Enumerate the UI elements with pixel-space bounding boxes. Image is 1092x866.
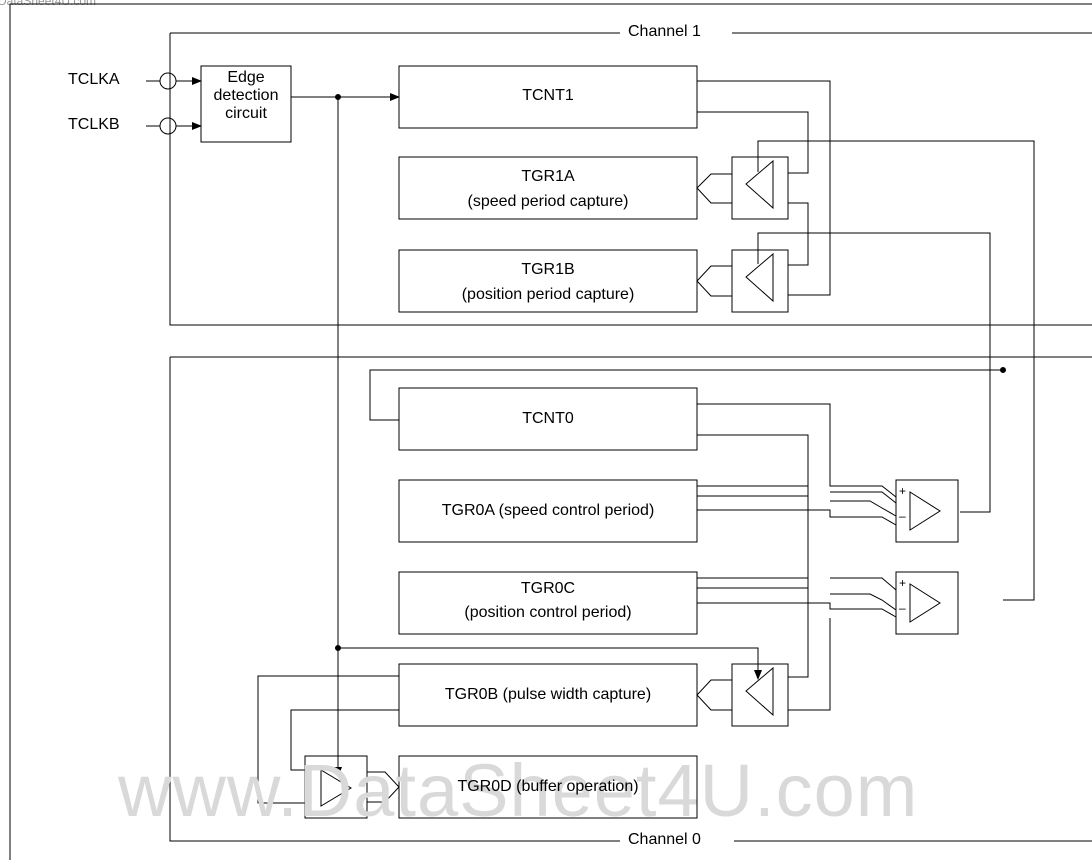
watermark-main: www.DataSheet4U.com [118, 749, 919, 832]
tcnt1-wire-c [788, 202, 809, 266]
comp-a-plus [830, 491, 897, 504]
edge-label-2: detection [213, 87, 279, 104]
tgr0d-label: TGR0D (buffer operation) [457, 778, 639, 795]
junction-dot-2 [335, 645, 341, 651]
tcnt0-to-comp-c [697, 434, 809, 678]
tcnt0-feed [369, 369, 1003, 421]
buffer-loop-inner [290, 709, 399, 771]
capture-unit-1b [731, 249, 789, 313]
trigger-wire-1a [757, 140, 1035, 601]
tgr1a-label-1: TGR1A [521, 168, 575, 185]
tgr0c-to-comp [697, 577, 808, 589]
buffer-0d [320, 769, 352, 807]
channel1-frame [169, 32, 1092, 326]
junction-dot-1 [1000, 367, 1006, 373]
edge-label-1: Edge [227, 69, 265, 86]
comparator-c-plus: + [899, 576, 907, 590]
capture-buffer-1a [745, 159, 774, 210]
tcnt1-label: TCNT1 [522, 87, 574, 104]
tcnt0-label: TCNT0 [522, 410, 574, 427]
capture-trigger-0b [338, 647, 762, 680]
comparator-a [895, 479, 959, 543]
buffer-out-0d [367, 771, 400, 803]
tcnt0-to-comp-a [697, 403, 897, 498]
buffer-unit-0d [304, 755, 368, 819]
junction-dot-3 [335, 94, 341, 100]
comparator-c [895, 571, 959, 635]
trigger-wire-1b [757, 232, 991, 513]
capture-out-0b [696, 679, 732, 711]
tcnt0-box [398, 387, 698, 451]
channel0-frame [169, 356, 1092, 842]
tcnt1-wire-b [697, 111, 809, 174]
buffer-loop-outer [257, 675, 399, 804]
edge-detection-box [200, 65, 292, 143]
tclka-pin [159, 72, 177, 90]
channel1-label: Channel 1 [624, 23, 705, 41]
tclka-label: TCLKA [68, 71, 120, 88]
capture-unit-1a [731, 156, 789, 220]
comparator-a-buffer [909, 491, 941, 531]
channel0-label: Channel 0 [624, 831, 705, 849]
capture-out-1b [696, 265, 732, 297]
tcnt0-to-capture-0b [788, 618, 831, 711]
capture-buffer-1b [745, 252, 774, 303]
comparator-c-buffer [909, 583, 941, 623]
tclkb-label: TCLKB [68, 116, 120, 133]
tclkb-pin [159, 117, 177, 135]
capture-buffer-0b [745, 666, 774, 717]
tgr1b-label-1: TGR1B [521, 261, 575, 278]
tgr0c-label-2: (position control period) [464, 604, 632, 621]
comp-c-extra [830, 593, 897, 611]
tgr0b-label: TGR0B (pulse width capture) [444, 686, 652, 703]
tgr0a-box [398, 479, 698, 543]
comp-a-extra [830, 500, 897, 517]
page-frame [9, 3, 1092, 860]
tgr1a-label-2: (speed period capture) [467, 193, 629, 210]
comp-c-plus [830, 577, 897, 591]
tgr1b-label-2: (position period capture) [461, 286, 635, 303]
edge-label-3: circuit [225, 105, 267, 122]
comparator-c-minus: – [899, 601, 906, 615]
tgr0a-label: TGR0A (speed control period) [441, 502, 655, 519]
tgr0a-to-comp [697, 485, 808, 497]
capture-unit-0b [731, 663, 789, 727]
tcnt1-box [398, 65, 698, 129]
tgr0a-out [697, 509, 897, 526]
tgr0c-out [697, 602, 897, 618]
tcnt1-wire-a [697, 80, 831, 296]
capture-out-1a [696, 173, 732, 204]
comparator-a-plus: + [899, 484, 907, 498]
tgr0c-label-1: TGR0C [520, 580, 576, 597]
comparator-a-minus: – [899, 509, 906, 523]
